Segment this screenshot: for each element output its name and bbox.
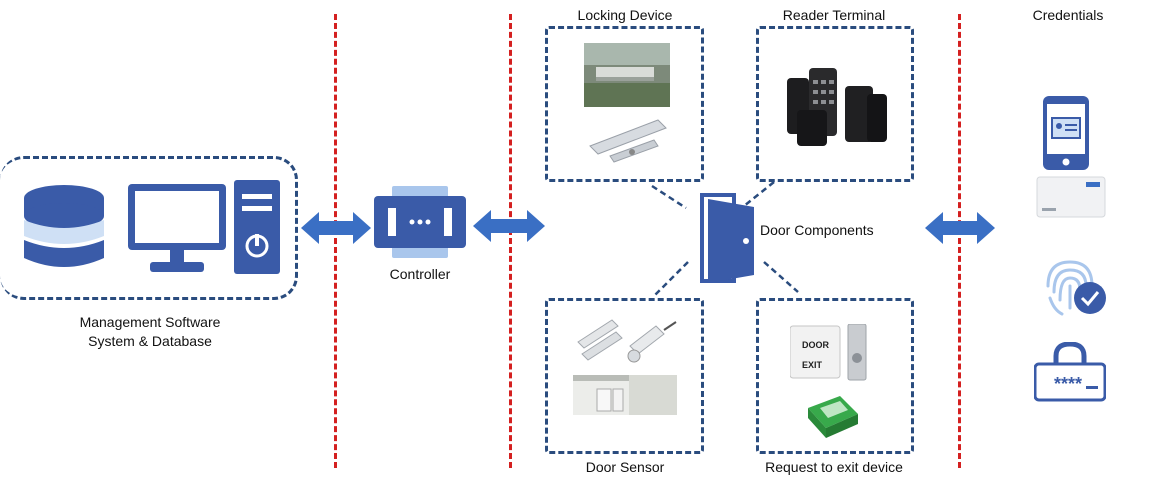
- management-label-line2: System & Database: [88, 333, 212, 349]
- monitor-icon: [128, 184, 226, 272]
- credentials-label: Credentials: [1032, 7, 1104, 23]
- request-to-exit-box: [756, 298, 914, 454]
- door-connectors: [651, 181, 799, 297]
- door-sensor-box: [545, 298, 704, 454]
- door-exit-word2: EXIT: [802, 360, 823, 370]
- card-readers-photo: [787, 68, 887, 146]
- divider-line-2: [509, 14, 512, 468]
- reader-terminal-label: Reader Terminal: [782, 7, 886, 23]
- management-group-box: [0, 156, 298, 300]
- divider-line-3: [958, 14, 961, 468]
- door-icon: [700, 193, 754, 283]
- pin-code-text: ****: [1054, 374, 1082, 394]
- request-to-exit-label: Request to exit device: [765, 459, 903, 475]
- database-icon: [24, 185, 104, 267]
- double-arrow-controller-door: [473, 210, 545, 242]
- fingerprint-icon: [1046, 260, 1106, 316]
- locking-device-label: Locking Device: [577, 7, 673, 23]
- bolt-lock-photo: [589, 119, 667, 163]
- controller-icon: [374, 186, 466, 258]
- emergency-release-photo: [808, 396, 858, 438]
- exit-button-photo: DOOR EXIT: [790, 324, 867, 381]
- reader-terminal-box: [756, 26, 914, 182]
- door-sensor-parts-photo: [577, 319, 677, 363]
- management-label: Management Software: [79, 314, 221, 330]
- pin-code-icon: ****: [1034, 342, 1106, 402]
- door-frame-sensor-photo: [573, 375, 677, 415]
- locking-device-box: [545, 26, 704, 182]
- mobile-credential-icon: [1043, 96, 1089, 170]
- door-exit-word1: DOOR: [802, 340, 830, 350]
- divider-line-1: [334, 14, 337, 468]
- magnetic-lock-photo: [584, 43, 670, 107]
- double-arrow-door-credentials: [925, 212, 995, 244]
- id-card-photo: [1036, 176, 1106, 218]
- double-arrow-management-controller: [301, 212, 371, 244]
- controller-label: Controller: [389, 266, 451, 282]
- computer-tower-icon: [234, 180, 280, 274]
- door-sensor-label: Door Sensor: [585, 459, 665, 475]
- door-components-label: Door Components: [760, 222, 874, 238]
